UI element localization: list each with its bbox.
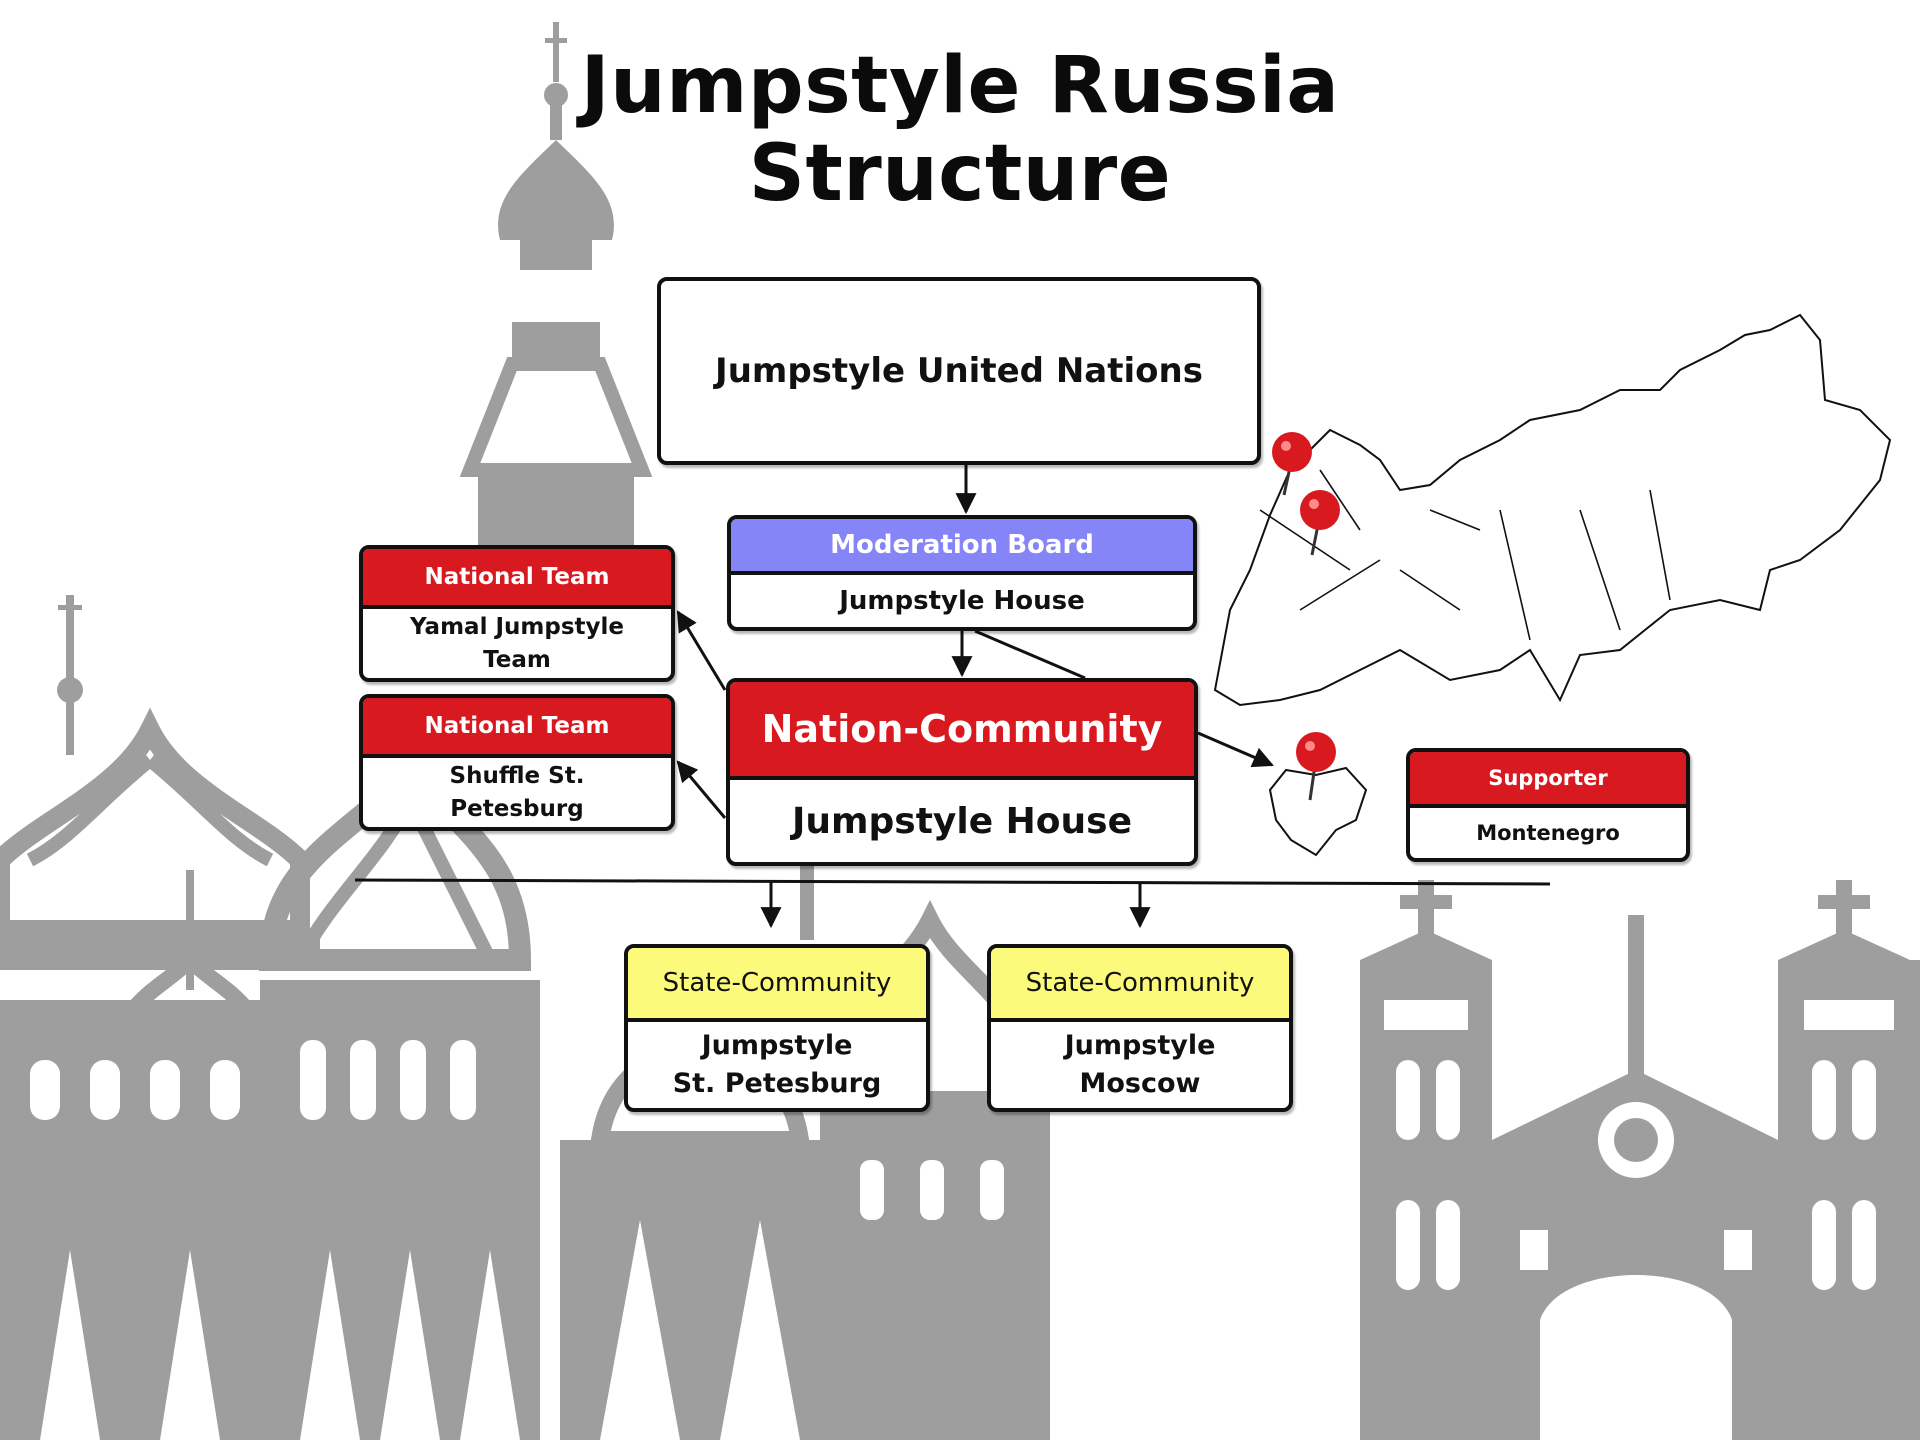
node-body: Jumpstyle United Nations bbox=[715, 351, 1203, 391]
node-national-team-yamal: National Team Yamal Jumpstyle Team bbox=[359, 545, 675, 682]
node-jumpstyle-united-nations: Jumpstyle United Nations bbox=[657, 277, 1261, 465]
node-state-community-st-petesburg: State-Community Jumpstyle St. Petesburg bbox=[624, 944, 930, 1112]
map-pin-icon bbox=[1272, 432, 1312, 496]
node-body: Jumpstyle House bbox=[791, 800, 1133, 842]
map-pin-icon bbox=[1300, 490, 1340, 556]
node-state-community-moscow: State-Community Jumpstyle Moscow bbox=[987, 944, 1293, 1112]
node-supporter: Supporter Montenegro bbox=[1406, 748, 1690, 862]
node-body: Yamal Jumpstyle Team bbox=[410, 613, 624, 673]
node-header: State-Community bbox=[628, 948, 926, 1022]
page-title: Jumpstyle Russia Structure bbox=[580, 41, 1340, 219]
map-pin-icon bbox=[1296, 732, 1336, 801]
montenegro-map-icon bbox=[1268, 732, 1368, 857]
node-nation-community: Nation-Community Jumpstyle House bbox=[726, 678, 1198, 866]
node-header: State-Community bbox=[991, 948, 1289, 1022]
node-body: Jumpstyle Moscow bbox=[1064, 1030, 1216, 1099]
node-national-team-shuffle: National Team Shuffle St. Petesburg bbox=[359, 694, 675, 831]
node-body: Shuffle St. Petesburg bbox=[449, 762, 585, 822]
node-header: Nation-Community bbox=[730, 682, 1194, 780]
russia-map-icon bbox=[1213, 313, 1892, 707]
node-body: Montenegro bbox=[1476, 821, 1620, 845]
node-body: Jumpstyle St. Petesburg bbox=[672, 1030, 882, 1099]
node-moderation-board: Moderation Board Jumpstyle House bbox=[727, 515, 1197, 631]
node-header: National Team bbox=[363, 549, 671, 609]
node-header: National Team bbox=[363, 698, 671, 758]
node-body: Jumpstyle House bbox=[839, 586, 1085, 616]
node-header: Moderation Board bbox=[731, 519, 1193, 575]
node-header: Supporter bbox=[1410, 752, 1686, 808]
church-silhouette-icon bbox=[1360, 880, 1920, 1440]
